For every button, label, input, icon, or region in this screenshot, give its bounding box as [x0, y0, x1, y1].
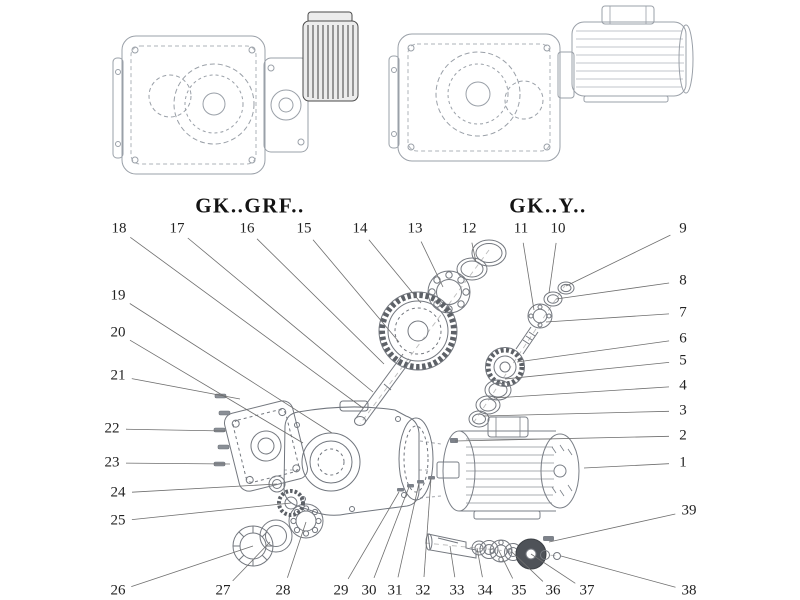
- leader-line-31: [397, 482, 420, 578]
- callout-8: 8: [679, 272, 687, 289]
- callout-9: 9: [679, 220, 687, 237]
- leader-line-29: [347, 491, 400, 580]
- callout-6: 6: [679, 330, 687, 347]
- callout-32: 32: [415, 582, 431, 599]
- leader-line-25: [131, 502, 292, 520]
- callout-10: 10: [550, 220, 566, 237]
- leader-line-2: [454, 435, 670, 442]
- callout-23: 23: [104, 454, 120, 471]
- callout-20: 20: [110, 324, 126, 341]
- leader-line-5: [504, 362, 670, 380]
- leader-line-17: [187, 237, 374, 393]
- housing-drawing: [283, 400, 434, 516]
- callout-3: 3: [679, 402, 687, 419]
- model-label-grf: GK..GRF..: [195, 193, 305, 218]
- grf-input-fin-block: [302, 11, 359, 102]
- callout-17: 17: [169, 220, 185, 237]
- model-label-y: GK..Y..: [509, 193, 587, 218]
- leader-line-24: [131, 483, 278, 493]
- leader-line-23: [125, 462, 231, 465]
- leader-line-6: [516, 340, 670, 363]
- callout-19: 19: [110, 287, 126, 304]
- motor-drawing: [419, 416, 580, 520]
- leader-line-30: [373, 486, 410, 579]
- leader-line-21: [131, 378, 241, 400]
- input-gear-group: [354, 239, 507, 426]
- leader-line-9: [565, 234, 671, 287]
- callout-15: 15: [296, 220, 312, 237]
- callout-35: 35: [511, 582, 527, 599]
- gearbox-grf-drawing: [112, 35, 309, 175]
- leader-line-1: [583, 463, 670, 469]
- leader-line-39: [548, 513, 676, 543]
- leader-line-12: [471, 242, 477, 263]
- leader-line-32: [423, 477, 432, 578]
- shims-bearing-group: [232, 475, 324, 567]
- leader-line-8: [555, 282, 670, 300]
- leader-line-35: [498, 550, 514, 579]
- leader-line-16: [256, 238, 385, 365]
- bevel-pinion-group: [468, 281, 575, 428]
- callout-29: 29: [333, 582, 349, 599]
- callout-12: 12: [461, 220, 477, 237]
- leader-line-18: [130, 236, 364, 409]
- leader-line-3: [482, 410, 670, 417]
- callout-30: 30: [361, 582, 377, 599]
- leader-line-22: [125, 428, 227, 432]
- housing-motor-fasteners: [397, 438, 458, 492]
- callout-39: 39: [681, 502, 697, 519]
- leader-line-27: [232, 541, 271, 582]
- leader-line-13: [420, 241, 444, 288]
- callout-31: 31: [387, 582, 403, 599]
- callout-14: 14: [352, 220, 368, 237]
- callout-37: 37: [579, 582, 595, 599]
- callout-2: 2: [679, 427, 687, 444]
- callout-7: 7: [679, 304, 687, 321]
- callout-28: 28: [275, 582, 291, 599]
- leader-line-11: [522, 242, 535, 311]
- flange-bolts: [213, 393, 231, 467]
- callout-33: 33: [449, 582, 465, 599]
- leader-line-15: [312, 239, 400, 343]
- callout-24: 24: [110, 484, 126, 501]
- leader-line-20: [129, 339, 304, 444]
- callout-16: 16: [239, 220, 255, 237]
- callout-18: 18: [111, 220, 127, 237]
- callout-13: 13: [407, 220, 423, 237]
- leader-line-37: [530, 553, 576, 584]
- callout-22: 22: [104, 420, 120, 437]
- leader-line-7: [545, 313, 670, 323]
- callout-25: 25: [110, 512, 126, 529]
- leader-line-14: [368, 239, 422, 304]
- callout-4: 4: [679, 377, 687, 394]
- leader-line-38: [560, 555, 676, 588]
- callout-5: 5: [679, 352, 687, 369]
- callout-36: 36: [545, 582, 561, 599]
- callout-11: 11: [513, 220, 529, 237]
- callout-34: 34: [477, 582, 493, 599]
- output-shaft-assembly: [425, 533, 561, 570]
- leader-line-4: [493, 386, 670, 399]
- leader-line-26: [131, 545, 254, 587]
- leader-line-19: [129, 303, 333, 434]
- y-motor-top-drawing: [571, 5, 694, 103]
- callout-26: 26: [110, 582, 126, 599]
- gearbox-y-drawing: [388, 33, 575, 162]
- leader-line-33: [449, 545, 456, 578]
- callout-21: 21: [110, 367, 126, 384]
- leader-line-36: [511, 551, 544, 582]
- leader-line-28: [287, 521, 307, 578]
- leader-line-34: [476, 547, 483, 578]
- leader-lines: [125, 234, 676, 588]
- callout-1: 1: [679, 454, 687, 471]
- callout-38: 38: [681, 582, 697, 599]
- callout-27: 27: [215, 582, 231, 599]
- leader-line-10: [548, 242, 557, 294]
- flange-plate-drawing: [223, 400, 309, 492]
